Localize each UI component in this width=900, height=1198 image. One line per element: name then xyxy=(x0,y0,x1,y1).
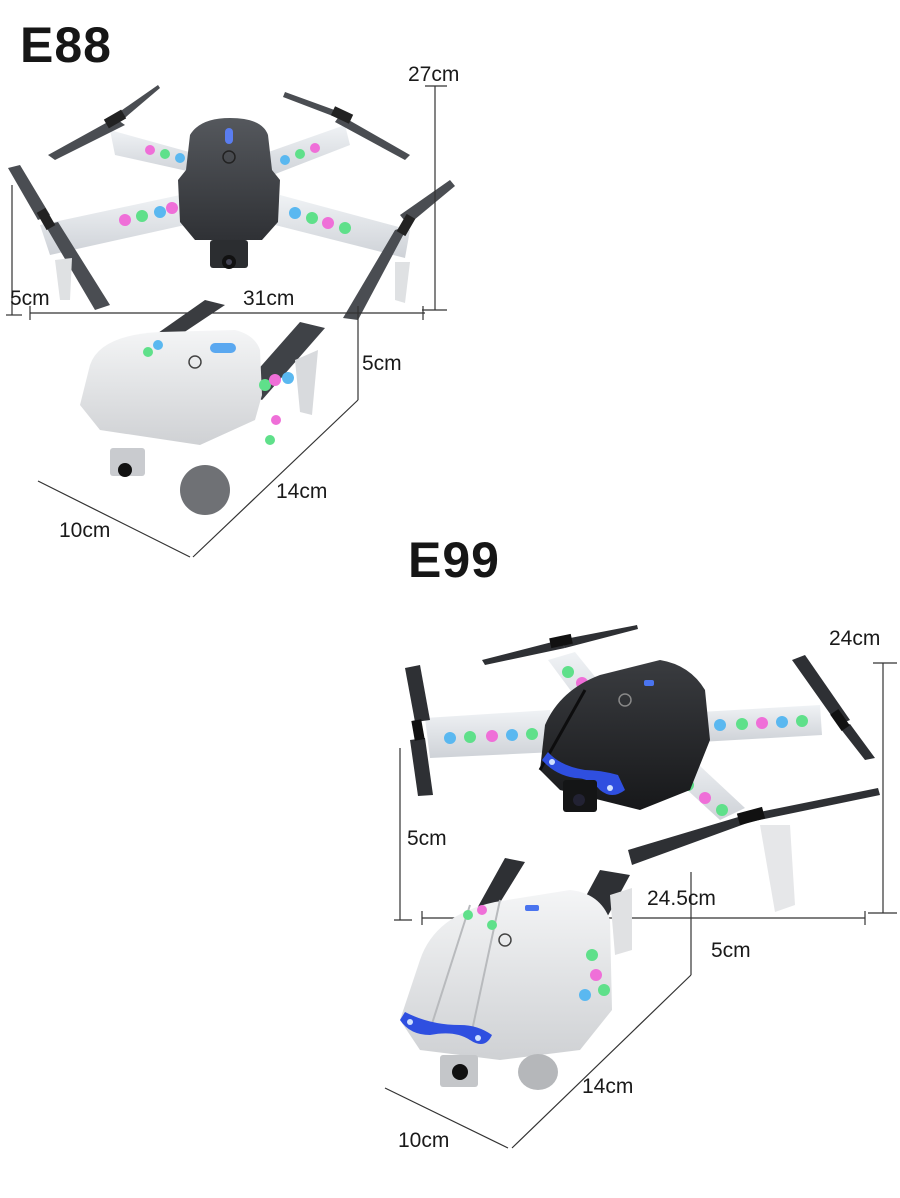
e88-unfolded-body xyxy=(178,118,280,269)
e88-leg xyxy=(55,258,72,300)
e99-leg xyxy=(760,825,795,912)
e99-folded-length-label: 14cm xyxy=(582,1075,634,1098)
model-title-e88: E88 xyxy=(20,17,112,73)
e88-width-label: 31cm xyxy=(243,287,295,310)
e88-folded-length-label: 14cm xyxy=(276,480,328,503)
e99-dimension-lines xyxy=(384,662,897,1149)
e88-folded-drone xyxy=(80,300,325,515)
e99-unfolded-body xyxy=(538,660,710,812)
e88-folded-width-label: 10cm xyxy=(59,519,111,542)
e88-folded-height-label: 5cm xyxy=(362,352,402,375)
e99-length-label: 24cm xyxy=(829,627,881,650)
e88-length-label: 27cm xyxy=(408,63,460,86)
e99-propellers xyxy=(405,625,880,865)
model-title-e99: E99 xyxy=(408,532,500,588)
e99-height-label: 5cm xyxy=(407,827,447,850)
e88-propellers xyxy=(8,85,455,320)
e88-arms xyxy=(40,125,410,258)
e99-folded-width-label: 10cm xyxy=(398,1129,450,1152)
e99-folded-height-label: 5cm xyxy=(711,939,751,962)
e88-leg xyxy=(395,262,410,303)
e99-width-label: 24.5cm xyxy=(647,887,716,910)
e88-height-label: 5cm xyxy=(10,287,50,310)
e88-dimension-lines xyxy=(6,85,447,558)
e99-folded-drone xyxy=(400,858,632,1090)
